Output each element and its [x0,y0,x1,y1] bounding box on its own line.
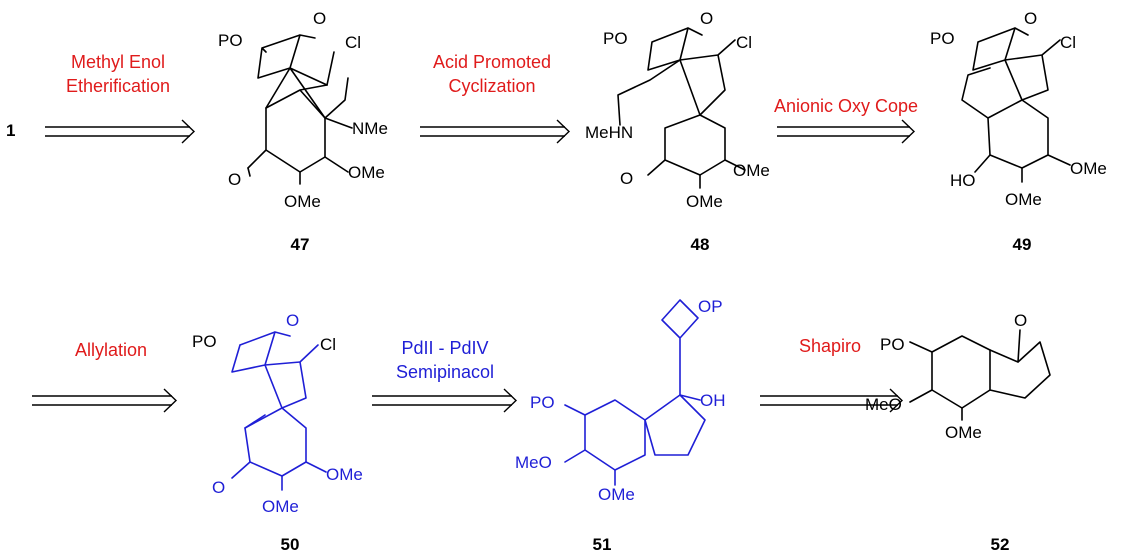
c49-ome-bottom: OMe [1005,190,1042,209]
compound-50-structure [231,331,327,491]
c48-o-top: O [700,9,713,28]
step-label-2b: Cyclization [448,76,535,96]
retro-arrow-5 [372,388,518,413]
compound-48-structure [617,27,746,189]
c50-po: PO [192,332,217,351]
c47-cl: Cl [345,33,361,52]
compound-50-number: 50 [281,535,300,554]
c47-nme: NMe [352,119,388,138]
c51-po: PO [530,393,555,412]
compound-52-number: 52 [991,535,1010,554]
c50-o-top: O [286,311,299,330]
c47-o-left: O [228,170,241,189]
c50-ome-right: OMe [326,465,363,484]
c51-ome-bottom: OMe [598,485,635,504]
c52-o-top: O [1014,311,1027,330]
c50-ome-bottom: OMe [262,497,299,516]
compound-47-structure [247,34,353,185]
retro-arrow-4 [32,388,178,413]
c48-cl: Cl [736,33,752,52]
c49-cl: Cl [1060,33,1076,52]
compound-49-structure [961,27,1071,183]
retro-arrow-1 [45,119,196,144]
c52-meo: MeO [865,395,902,414]
step-label-2a: Acid Promoted [433,52,551,72]
c48-po: PO [603,29,628,48]
c47-o-top: O [313,9,326,28]
c48-ome-bottom: OMe [686,192,723,211]
c51-op: OP [698,297,723,316]
retro-arrow-6 [760,388,904,413]
step-label-1a: Methyl Enol [71,52,165,72]
c51-oh: OH [700,391,726,410]
compound-51-structure [564,299,706,486]
c47-po: PO [218,31,243,50]
c50-cl: Cl [320,335,336,354]
c49-po: PO [930,29,955,48]
c50-o-left: O [212,478,225,497]
compound-51-number: 51 [593,535,612,554]
compound-49-number: 49 [1013,235,1032,254]
c47-ome-bottom: OMe [284,192,321,211]
retro-arrow-3 [777,119,916,144]
step-label-1b: Etherification [66,76,170,96]
retro-arrow-2 [420,119,571,144]
c48-mehn: MeHN [585,123,633,142]
c47-ome-right: OMe [348,163,385,182]
c48-ome-right: OMe [733,161,770,180]
step-label-5b: Semipinacol [396,362,494,382]
c49-ome-right: OMe [1070,159,1107,178]
step-label-6: Shapiro [799,336,861,356]
step-label-5a: PdII - PdIV [401,338,488,358]
step-label-3: Anionic Oxy Cope [774,96,918,116]
c48-o-left: O [620,169,633,188]
step-label-4: Allylation [75,340,147,360]
compound-48-number: 48 [691,235,710,254]
c49-o-top: O [1024,9,1037,28]
c52-po: PO [880,335,905,354]
start-compound-number: 1 [6,121,15,140]
c49-ho: HO [950,171,976,190]
compound-52-structure [909,329,1051,421]
c52-ome-bottom: OMe [945,423,982,442]
compound-47-number: 47 [291,235,310,254]
c51-meo: MeO [515,453,552,472]
